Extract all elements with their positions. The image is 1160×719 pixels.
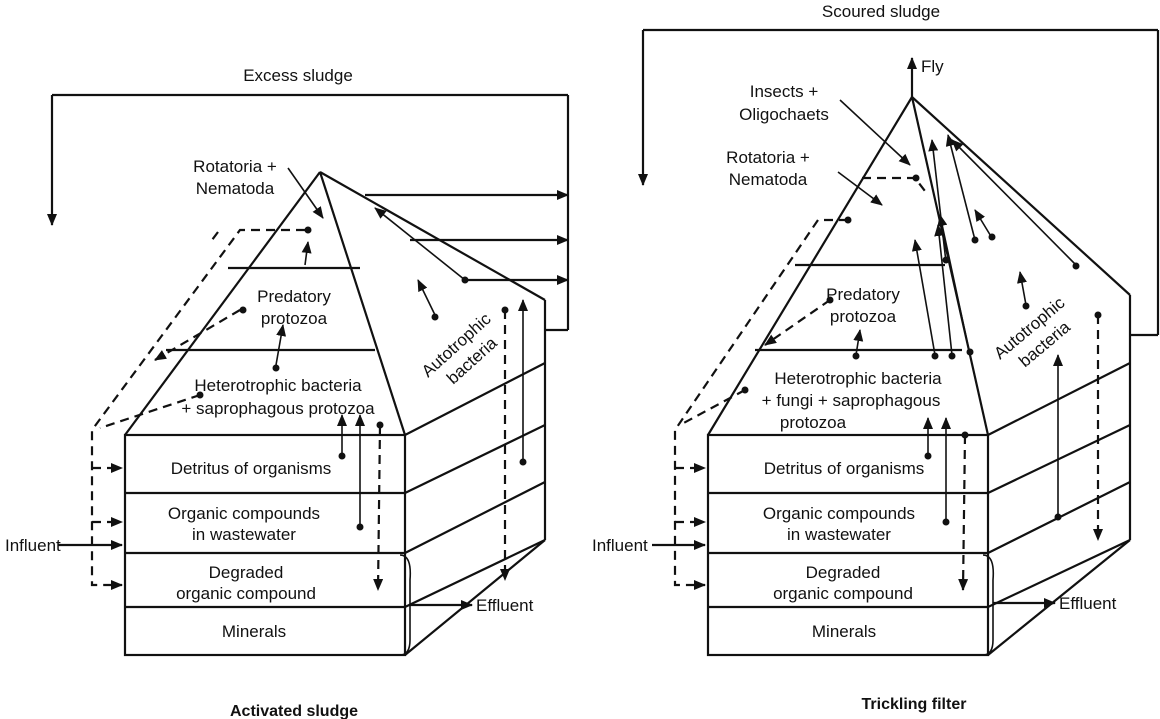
right-effluent-brace [982,554,995,656]
right-apex-label-2: Nematoda [729,170,808,189]
right-row-degraded-1: Degraded [806,563,881,582]
excess-sludge-loop [47,93,570,332]
scoured-sludge-loop [638,28,1160,337]
right-row-organic-1: Organic compounds [763,504,915,523]
trickling-filter-diagram: Scoured sludge Fly Insects + Oligochaets… [592,2,1160,713]
right-apex-label-1: Rotatoria + [726,148,810,167]
right-caption: Trickling filter [862,696,967,713]
right-pyramid [707,96,1131,436]
left-box-frame [123,300,547,657]
right-predatory-label-1: Predatory [826,285,900,304]
activated-sludge-diagram: Excess sludge Rotatoria + Nematoda Preda… [5,66,570,719]
left-apex-label-1: Rotatoria + [193,157,277,176]
right-row-degraded-2: organic compound [773,584,913,603]
left-caption: Activated sludge [230,703,358,719]
left-effluent-brace [399,554,412,656]
left-influent-label: Influent [5,536,61,555]
left-row-detritus: Detritus of organisms [171,459,332,478]
left-trophic-arrows [196,167,528,531]
left-predatory-label-1: Predatory [257,287,331,306]
insects-label-1: Insects + [750,82,819,101]
right-hetero-label-3: protozoa [780,413,847,432]
fly-label: Fly [921,57,944,76]
left-predatory-label-2: protozoa [261,309,328,328]
left-row-minerals: Minerals [222,622,286,641]
left-row-organic-1: Organic compounds [168,504,320,523]
right-hetero-label-2: + fungi + saprophagous [762,391,941,410]
left-row-organic-2: in wastewater [192,525,296,544]
left-dashed-return [90,228,510,591]
left-row-degraded-1: Degraded [209,563,284,582]
right-influent-label: Influent [592,536,648,555]
left-row-degraded-2: organic compound [176,584,316,603]
left-hetero-label-1: Heterotrophic bacteria [194,376,362,395]
right-predatory-label-2: protozoa [830,307,897,326]
right-row-minerals: Minerals [812,622,876,641]
left-pyramid [124,171,546,436]
excess-sludge-label: Excess sludge [243,66,353,85]
left-effluent-label: Effluent [476,596,534,615]
insects-label-2: Oligochaets [739,105,829,124]
right-hetero-label-1: Heterotrophic bacteria [774,369,942,388]
right-trophic-arrows [741,99,1102,526]
left-hetero-label-2: + saprophagous protozoa [181,399,375,418]
left-apex-label-2: Nematoda [196,179,275,198]
right-row-organic-2: in wastewater [787,525,891,544]
right-effluent-label: Effluent [1059,594,1117,613]
scoured-sludge-label: Scoured sludge [822,2,940,21]
right-row-detritus: Detritus of organisms [764,459,925,478]
